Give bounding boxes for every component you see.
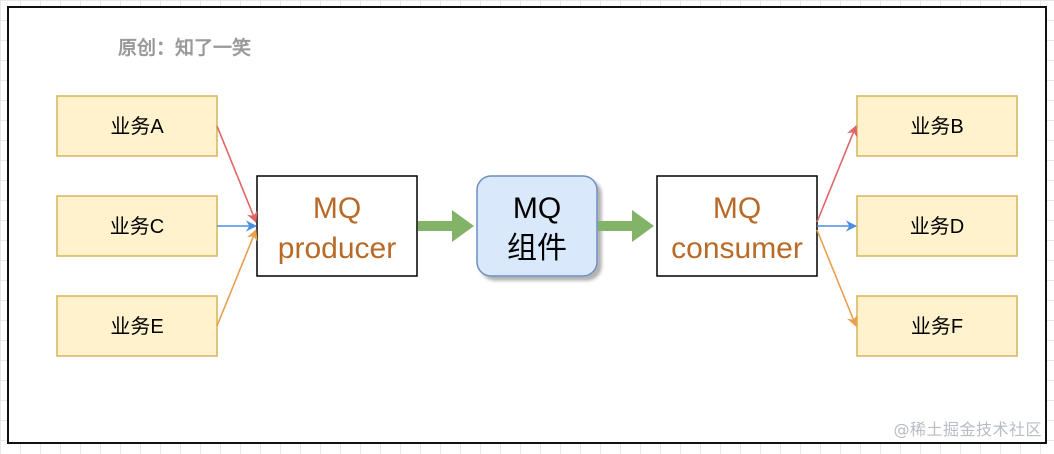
business-box-f-label: 业务F [911,315,963,338]
mq-producer-line2: producer [278,232,396,265]
business-box-e: 业务E [56,295,218,357]
business-box-c: 业务C [56,195,218,257]
arrow-consumer-to-f [816,229,858,328]
business-box-b-label: 业务B [910,115,963,138]
mq-broker-line2: 组件 [507,232,567,265]
arrow-broker-to-consumer [598,210,654,242]
business-box-e-label: 业务E [110,315,163,338]
business-box-c-label: 业务C [110,215,164,238]
business-box-a: 业务A [56,95,218,157]
business-box-f: 业务F [856,295,1018,357]
mq-consumer-box: MQ consumer [656,175,818,277]
business-box-d-label: 业务D [910,215,964,238]
mq-consumer-line2: consumer [671,232,803,265]
mq-producer-line1: MQ [313,192,361,225]
mq-broker-box: MQ 组件 [476,175,598,277]
arrow-a-to-producer [216,125,258,224]
arrow-e-to-producer [216,228,258,327]
business-box-a-label: 业务A [110,115,164,138]
arrow-producer-to-broker [418,210,474,242]
business-box-d: 业务D [856,195,1018,257]
arrow-consumer-to-b [816,124,858,223]
mq-producer-box: MQ producer [256,175,418,277]
credit-text: 原创：知了一笑 [118,36,251,59]
business-box-b: 业务B [856,95,1018,157]
mq-consumer-line1: MQ [713,192,761,225]
mq-broker-line1: MQ [513,192,561,225]
watermark-text: @稀土掘金技术社区 [893,420,1042,439]
